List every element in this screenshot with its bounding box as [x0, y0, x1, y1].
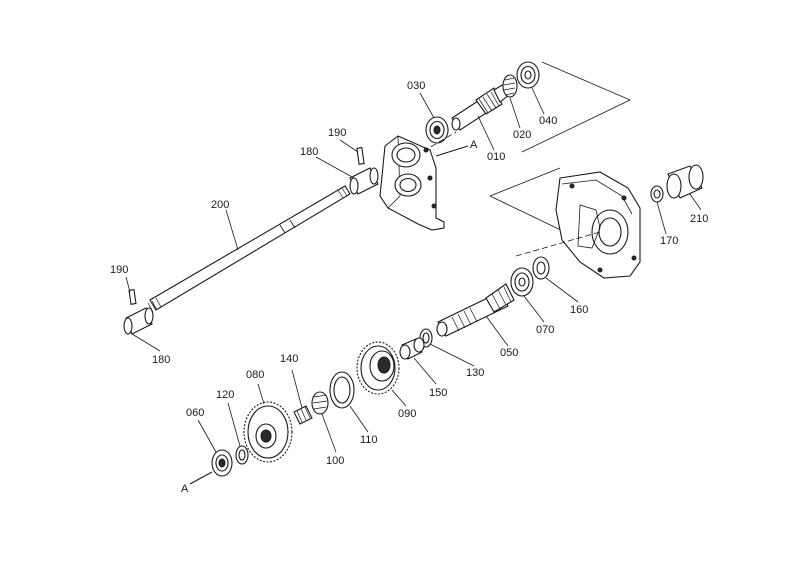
- label-170: 170: [660, 235, 678, 247]
- label-210: 210: [690, 213, 708, 225]
- part-labels: 030 010 020 040 A 190 180 200 190 180 21…: [110, 80, 708, 495]
- part-090-gear: [356, 341, 400, 395]
- label-180-upper: 180: [300, 146, 318, 158]
- main-housing-case: [555, 171, 641, 279]
- part-020-bearing: [502, 74, 518, 98]
- part-170-seal: [650, 185, 664, 203]
- label-060: 060: [186, 407, 204, 419]
- part-150-collar: [399, 337, 425, 360]
- label-090: 090: [398, 408, 416, 420]
- label-190-lower: 190: [110, 264, 128, 276]
- label-070: 070: [536, 324, 554, 336]
- part-070-bearing: [510, 267, 534, 297]
- part-180-sleeve-upper: [349, 167, 379, 195]
- label-ref-a-bottom: A: [181, 483, 189, 495]
- label-140: 140: [280, 353, 298, 365]
- ref-a-arrow-bottom: [189, 471, 213, 485]
- label-200: 200: [211, 199, 229, 211]
- label-180-lower: 180: [152, 354, 170, 366]
- part-050-output-shaft: [436, 283, 515, 337]
- part-190-pin-upper: [356, 147, 365, 165]
- part-120-washer: [235, 445, 249, 465]
- label-150: 150: [429, 387, 447, 399]
- label-130: 130: [466, 367, 484, 379]
- label-080: 080: [246, 369, 264, 381]
- part-180-sleeve-lower: [123, 307, 154, 335]
- part-040-bearing: [516, 61, 540, 89]
- label-020: 020: [513, 129, 531, 141]
- part-080-gear: [243, 401, 293, 463]
- label-ref-a-top: A: [470, 139, 478, 151]
- label-100: 100: [326, 455, 344, 467]
- label-010: 010: [487, 151, 505, 163]
- part-190-pin-lower: [128, 289, 137, 305]
- label-110: 110: [360, 434, 378, 446]
- label-160: 160: [570, 304, 588, 316]
- label-120: 120: [216, 389, 234, 401]
- part-160-bearing: [532, 256, 550, 280]
- part-110-ring: [329, 371, 355, 409]
- part-200-long-shaft: [147, 185, 351, 313]
- leader-lines: [125, 87, 702, 453]
- label-040: 040: [539, 115, 557, 127]
- label-050: 050: [500, 347, 518, 359]
- part-210-sleeve: [666, 164, 704, 199]
- label-030: 030: [407, 80, 425, 92]
- part-060-bearing: [211, 449, 233, 477]
- part-030-bearing: [425, 116, 449, 144]
- ref-a-arrow-top: [435, 145, 469, 157]
- part-140-needle-bearing: [293, 405, 313, 425]
- housing-plate: [379, 135, 445, 231]
- part-100-bearing: [311, 391, 329, 415]
- label-190-upper: 190: [328, 127, 346, 139]
